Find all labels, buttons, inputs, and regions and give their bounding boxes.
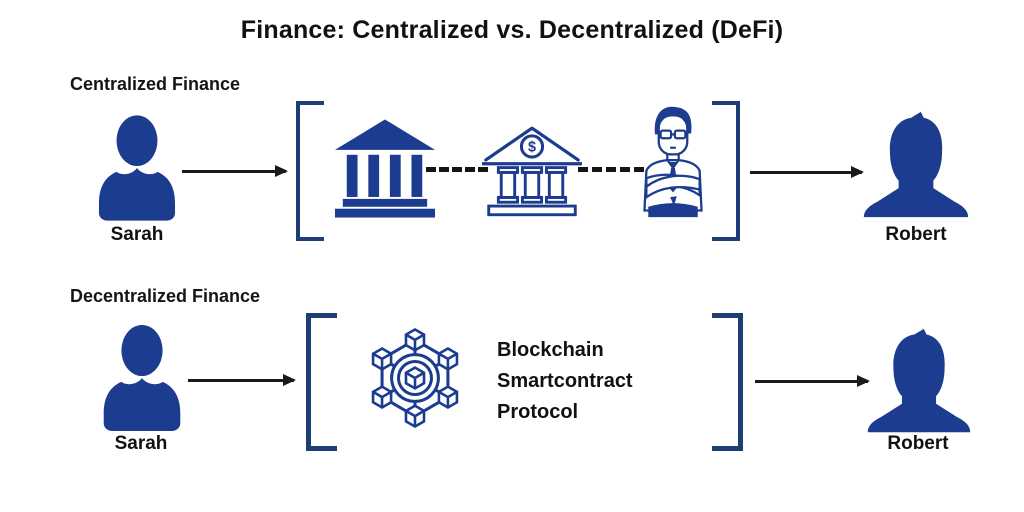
dashed-link-bank-to-bank	[426, 167, 488, 172]
male-bust-silhouette-icon	[867, 328, 971, 433]
protocol-text-line: Smartcontract	[497, 370, 633, 392]
sender-name-label: Sarah	[110, 224, 164, 245]
decentralized-finance-heading: Decentralized Finance	[70, 286, 261, 306]
diagram-title: Finance: Centralized vs. Decentralized (…	[240, 16, 784, 44]
arrow-sender-to-intermediaries	[182, 170, 286, 173]
male-bust-icon	[864, 327, 974, 435]
open-bracket	[296, 101, 324, 241]
male-bust-silhouette-icon	[863, 111, 969, 218]
arrow-intermediaries-to-receiver	[750, 171, 862, 174]
sender-name-label: Sarah	[114, 433, 168, 454]
bank-dollar-icon: $	[482, 121, 582, 220]
person-silhouette-icon	[103, 324, 181, 431]
receiver-name-label: Robert	[885, 224, 947, 245]
receiver-name-label: Robert	[887, 433, 949, 454]
protocol-text-line: Protocol	[497, 401, 579, 423]
bank-building-icon	[334, 119, 436, 218]
arrow-sender-to-protocol	[188, 379, 294, 382]
open-bracket	[306, 313, 337, 451]
banker-crossed-arms-icon	[638, 104, 708, 220]
close-bracket	[712, 313, 743, 451]
male-bust-icon	[860, 110, 972, 220]
dashed-link-bank-to-banker	[578, 167, 644, 172]
person-icon	[102, 323, 182, 431]
dollar-sign: $	[528, 140, 536, 156]
person-silhouette-icon	[98, 115, 176, 221]
person-icon	[98, 113, 176, 221]
blockchain-network-icon	[363, 323, 467, 433]
protocol-text-block: Blockchain Smartcontract Protocol	[497, 335, 633, 428]
close-bracket	[712, 101, 740, 241]
centralized-finance-heading: Centralized Finance	[70, 74, 241, 94]
arrow-protocol-to-receiver	[755, 380, 868, 383]
protocol-text-line: Blockchain	[497, 339, 604, 361]
